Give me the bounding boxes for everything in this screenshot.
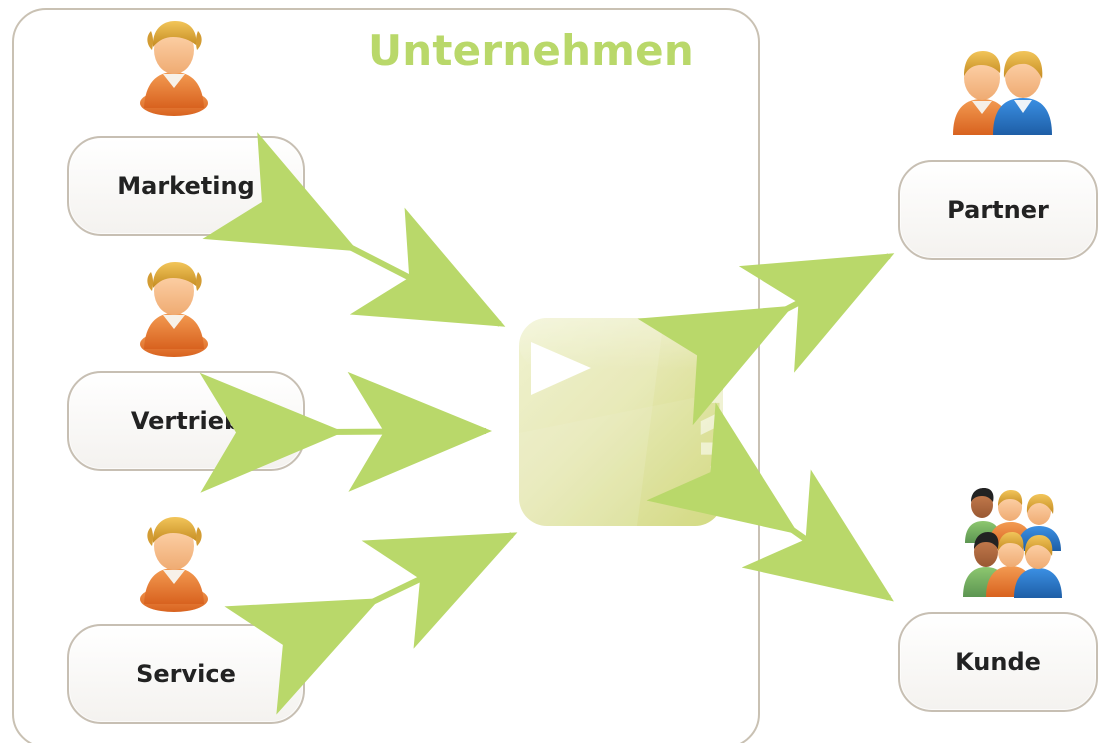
bidirectional-arrow-icon bbox=[646, 402, 894, 602]
kunde-label: Kunde bbox=[955, 648, 1041, 676]
kunde-node: Kunde bbox=[898, 612, 1098, 712]
partner-label: Partner bbox=[947, 196, 1049, 224]
marketing-node: Marketing bbox=[67, 136, 305, 236]
bidirectional-arrow-icon bbox=[637, 253, 895, 426]
vertrieb-node: Vertrieb bbox=[67, 371, 305, 471]
marketing-label: Marketing bbox=[117, 172, 255, 200]
partner-group-icon bbox=[953, 51, 1052, 135]
crm-watermark: CRM bbox=[684, 334, 723, 504]
service-node: Service bbox=[67, 624, 305, 724]
service-label: Service bbox=[136, 660, 236, 688]
partner-node: Partner bbox=[898, 160, 1098, 260]
person-icon bbox=[140, 21, 208, 116]
vertrieb-label: Vertrieb bbox=[130, 407, 242, 435]
person-icon bbox=[140, 517, 208, 612]
customer-group-icon bbox=[963, 488, 1062, 598]
person-icon bbox=[140, 262, 208, 357]
company-title: Unternehmen bbox=[368, 26, 694, 75]
crm-system-icon: CRM bbox=[519, 318, 723, 526]
